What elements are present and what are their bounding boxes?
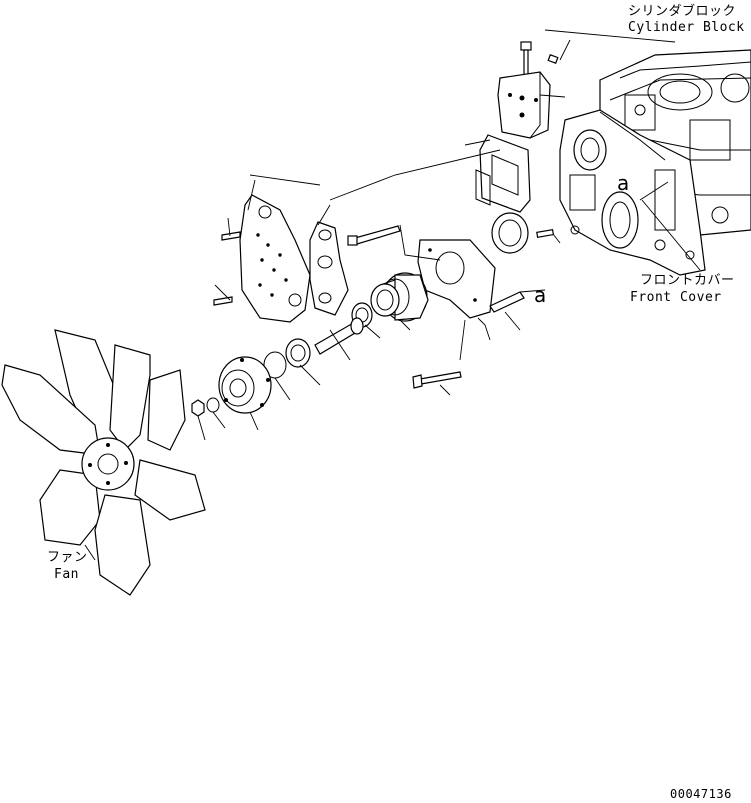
drawing-number: 00047136 [670,787,732,801]
pulley-hub [218,356,272,414]
long-bolt-mid [347,225,401,246]
bolt-small-top [547,54,559,64]
bolt-left-upper [221,231,241,241]
bearing [370,283,400,317]
fan-shaft [314,317,364,355]
hub-housing [379,272,429,322]
gasket-ring [491,212,529,254]
fan-label-en: Fan [54,567,79,582]
cover-plate [239,194,311,323]
spacer-bearing [285,338,311,368]
bolt-top [520,41,532,79]
front-cover [559,109,706,276]
cylinder-block-label-jp: シリンダブロック [628,4,737,19]
adapter-plate [417,239,496,319]
fan-bracket [497,71,551,139]
gasket-strip [309,221,349,316]
dowel-pin [489,291,525,313]
washer [206,397,220,413]
spacer-frame [475,134,531,213]
front-cover-label-en: Front Cover [630,290,722,305]
reference-mark-a-pin: a [534,283,547,307]
nut [191,399,205,417]
leader-lines [84,29,701,561]
fan [1,329,206,596]
bolt-left-lower [213,296,233,306]
bolt-small-right [536,228,555,239]
cylinder-block-label-en: Cylinder Block [628,20,745,35]
reference-mark-a-front-cover: a [617,171,630,195]
front-cover-label-jp: フロントカバー [640,273,735,288]
fan-label-jp: ファン [47,550,88,565]
long-bolt-bottom [412,371,462,389]
